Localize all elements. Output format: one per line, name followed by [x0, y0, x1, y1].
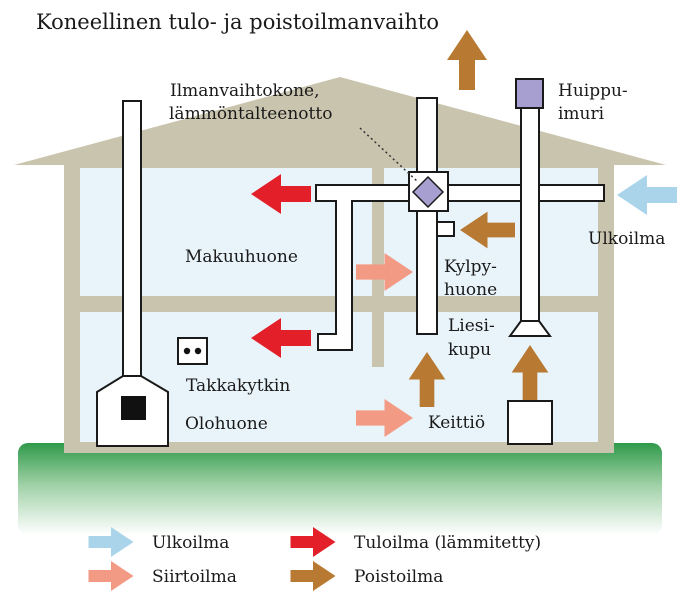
- hood-label-1: Liesi-: [448, 316, 495, 336]
- legend-swatch-3: [290, 561, 336, 591]
- living-room-label: Olohuone: [185, 414, 268, 434]
- legend-swatch-2: [88, 561, 134, 591]
- legend: Ulkoilma Tuloilma (lämmitetty) Siirtoilm…: [88, 527, 541, 591]
- bedroom-label: Makuuhuone: [185, 247, 298, 267]
- diagram-title: Koneellinen tulo- ja poistoilmanvaihto: [36, 10, 439, 34]
- unit-label-2: lämmöntalteenotto: [169, 104, 332, 124]
- roof-fan-label-1: Huippu-: [558, 81, 628, 101]
- exhaust-out-arrow: [447, 30, 487, 90]
- legend-label-1: Tuloilma (lämmitetty): [354, 533, 541, 553]
- stove: [507, 400, 553, 445]
- chimney-flue: [122, 100, 142, 378]
- roof-fan-icon: [515, 78, 544, 109]
- bathroom-label-1: Kylpy-: [444, 257, 497, 277]
- switch-dot-left: [183, 347, 191, 355]
- partition-wall-lower: [372, 312, 384, 367]
- outdoor-air-label: Ulkoilma: [588, 229, 665, 249]
- legend-label-3: Poistoilma: [354, 567, 443, 587]
- switch-dot-right: [194, 347, 202, 355]
- unit-leader-line: [359, 127, 419, 183]
- fireplace-switch-icon: [177, 337, 208, 365]
- kitchen-label: Keittiö: [428, 413, 485, 433]
- fireplace-opening: [121, 396, 146, 420]
- fireplace-switch-label: Takkakytkin: [186, 376, 290, 396]
- ground: [18, 443, 662, 535]
- exhaust-duct-vertical: [416, 97, 438, 335]
- bathroom-label-2: huone: [444, 280, 497, 300]
- roof-fan-duct: [520, 107, 540, 323]
- legend-label-0: Ulkoilma: [152, 533, 229, 553]
- roof-fan-label-2: imuri: [558, 104, 605, 124]
- heat-recovery-cell-icon: [411, 175, 445, 209]
- outdoor-air-in-arrow: [617, 175, 677, 215]
- hood-label-2: kupu: [448, 340, 491, 360]
- kitchen-hood: [508, 320, 552, 337]
- house-roof: [14, 77, 666, 165]
- unit-label-1: Ilmanvaihtokone,: [170, 81, 320, 101]
- legend-label-2: Siirtoilma: [152, 567, 237, 587]
- bathroom-extract-duct: [436, 221, 455, 237]
